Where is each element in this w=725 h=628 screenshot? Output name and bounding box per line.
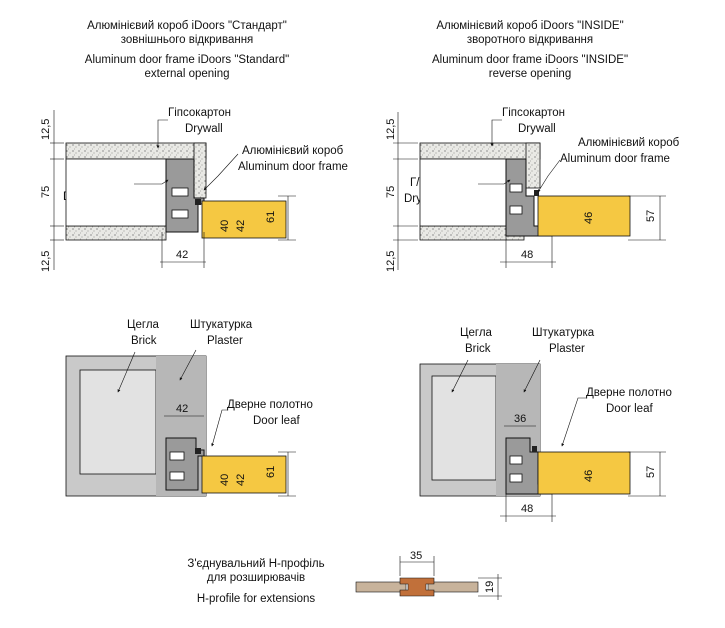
d3-leaf-ua: Дверне полотно: [227, 399, 313, 411]
d4-seal: [532, 446, 537, 452]
d1-door-leaf: [201, 200, 287, 239]
d3-dim-42v: 42: [235, 474, 247, 486]
d2-dim-bottom: 12,5: [385, 251, 397, 272]
d4-door-leaf: [537, 451, 631, 495]
inside-title-en-1: Aluminum door frame iDoors "INSIDE": [431, 54, 629, 66]
d2-dim-57: 57: [645, 210, 657, 222]
d1-dim-40: 40: [219, 220, 231, 232]
d3-door-leaf: [201, 455, 287, 494]
d4-dim-57: 57: [645, 466, 657, 478]
h-profile-core: [399, 577, 435, 597]
inside-title-ua-1: Алюмінієвий короб iDoors "INSIDE": [436, 20, 624, 32]
d2-dim-top: 12,5: [385, 119, 397, 140]
diagram-standard-brick: 42 40 42 61: [65, 349, 296, 497]
d2-drywall-en: Drywall: [518, 123, 556, 135]
inside-title-ua-2: зворотного відкривання: [466, 34, 594, 46]
standard-title-en-1: Aluminum door frame iDoors "Standard": [84, 54, 290, 66]
hprofile-ua-1: З'єднувальний Н-профіль: [187, 558, 325, 570]
d4-plaster-en: Plaster: [549, 343, 585, 355]
d1-drywall-en: Drywall: [185, 123, 223, 135]
diagram-standard-drywall: 12,5 75 12,5 40 42 61 42: [40, 110, 296, 272]
d2-aluminum-frame: [505, 158, 553, 237]
diagram-inside-brick: 36 46 57 48: [419, 359, 666, 522]
d2-dim-48: 48: [521, 249, 533, 261]
d3-plaster-en: Plaster: [207, 335, 243, 347]
h-profile-dim-height: 19: [484, 581, 496, 593]
d3-profile-slot-2: [169, 471, 185, 481]
h-profile-dim-width: 35: [410, 550, 422, 562]
d2-drywall-vert: [525, 142, 541, 189]
h-profile-left-board: [355, 581, 407, 593]
d3-leaf-en: Door leaf: [253, 415, 300, 427]
d1-drywall-ua: Гіпсокартон: [168, 107, 231, 119]
d4-leaf-en: Door leaf: [606, 403, 653, 415]
d2-drywall-ua: Гіпсокартон: [502, 107, 565, 119]
standard-title-ua-1: Алюмінієвий короб iDoors "Стандарт": [87, 20, 287, 32]
d1-dim-bottom: 12,5: [40, 251, 52, 272]
d1-dim-42h: 42: [176, 249, 188, 261]
d2-dim-mid: 75: [385, 186, 397, 198]
d2-seal: [534, 190, 539, 196]
d2-frame-ua: Алюмінієвий короб: [578, 137, 680, 149]
d1-frame-en: Aluminum door frame: [238, 161, 348, 173]
d2-profile-slot-2: [509, 205, 523, 215]
d2-drywall-top: [419, 142, 541, 160]
d4-plaster-ua: Штукатурка: [532, 327, 595, 339]
d4-profile-slot-1: [509, 455, 523, 465]
d3-brick: [79, 369, 157, 475]
standard-title-ua-2: зовнішнього відкривання: [120, 34, 254, 46]
d1-dim-61: 61: [265, 211, 277, 223]
diagram-inside-drywall: 12,5 75 12,5 46 57 48: [385, 112, 666, 272]
d4-dim-48: 48: [521, 503, 533, 515]
d1-dim-42v: 42: [235, 220, 247, 232]
hprofile-ua-2: для розширювачів: [206, 572, 306, 584]
d1-drywall-top: [65, 142, 207, 160]
h-profile-right-board: [427, 581, 479, 593]
d2-cavity: [419, 158, 507, 227]
d1-profile-slot-2: [171, 209, 189, 219]
d1-frame-ua: Алюмінієвий короб: [242, 145, 344, 157]
inside-title-en-2: reverse opening: [488, 68, 572, 80]
d4-dim-36: 36: [514, 413, 526, 425]
standard-title-en-2: external opening: [144, 68, 230, 80]
d3-dim-42h: 42: [176, 403, 188, 415]
d1-seal: [195, 199, 201, 205]
d4-dim-46: 46: [583, 470, 595, 482]
d3-seal: [195, 448, 201, 454]
d2-profile-slot-1: [509, 183, 523, 193]
h-profile-drawing: 35 19: [355, 550, 502, 600]
d4-profile-slot-2: [509, 473, 523, 483]
d3-brick-en: Brick: [131, 335, 157, 347]
d4-leaf-ua: Дверне полотно: [586, 387, 672, 399]
d1-dim-mid: 75: [40, 186, 52, 198]
d3-profile-slot-1: [169, 451, 185, 461]
d3-dim-40: 40: [219, 474, 231, 486]
d3-dim-61: 61: [265, 466, 277, 478]
d1-cavity: [65, 158, 167, 227]
d1-drywall-bottom: [65, 225, 167, 241]
hprofile-en: H-profile for extensions: [196, 593, 316, 605]
d1-dim-top: 12,5: [40, 119, 52, 140]
d1-profile-slot-1: [171, 187, 189, 197]
d2-door-leaf: [537, 195, 631, 237]
d3-plaster-ua: Штукатурка: [190, 319, 253, 331]
d2-dim-46: 46: [583, 212, 595, 224]
d2-frame-en: Aluminum door frame: [560, 153, 670, 165]
d4-brick: [431, 375, 497, 481]
d4-brick-ua: Цегла: [460, 327, 492, 339]
d4-brick-en: Brick: [465, 343, 491, 355]
d3-brick-ua: Цегла: [127, 319, 159, 331]
